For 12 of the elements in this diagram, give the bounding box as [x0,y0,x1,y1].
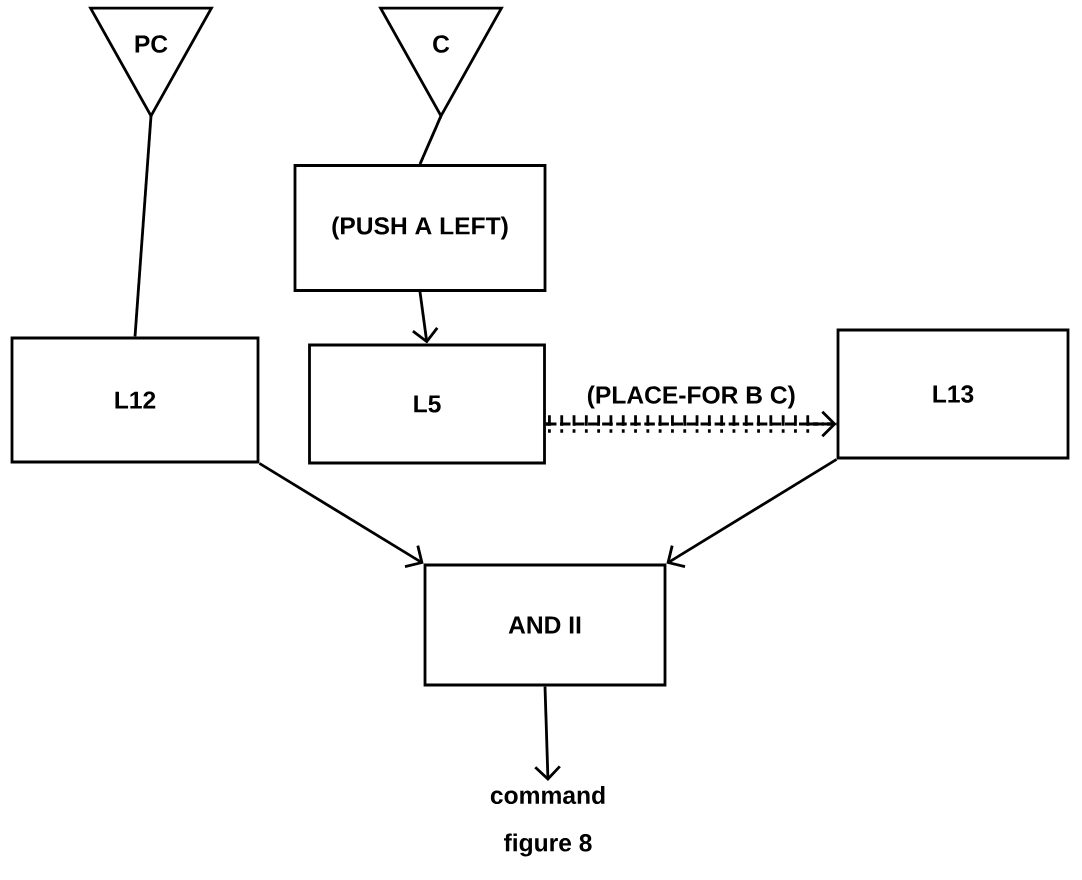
process-box: (PUSH A LEFT) [293,164,547,292]
process-box: L12 [10,336,260,464]
arrow [544,410,838,438]
figure-caption: figure 8 [504,833,592,857]
process-box: L5 [308,343,546,465]
arrow [534,686,561,782]
output-label: command [490,785,605,805]
arrow [258,462,424,569]
process-box: L13 [836,328,1070,460]
edge-label: (PLACE-FOR B C) [587,385,795,409]
process-box: AND II [423,563,667,687]
arrow [666,458,838,568]
